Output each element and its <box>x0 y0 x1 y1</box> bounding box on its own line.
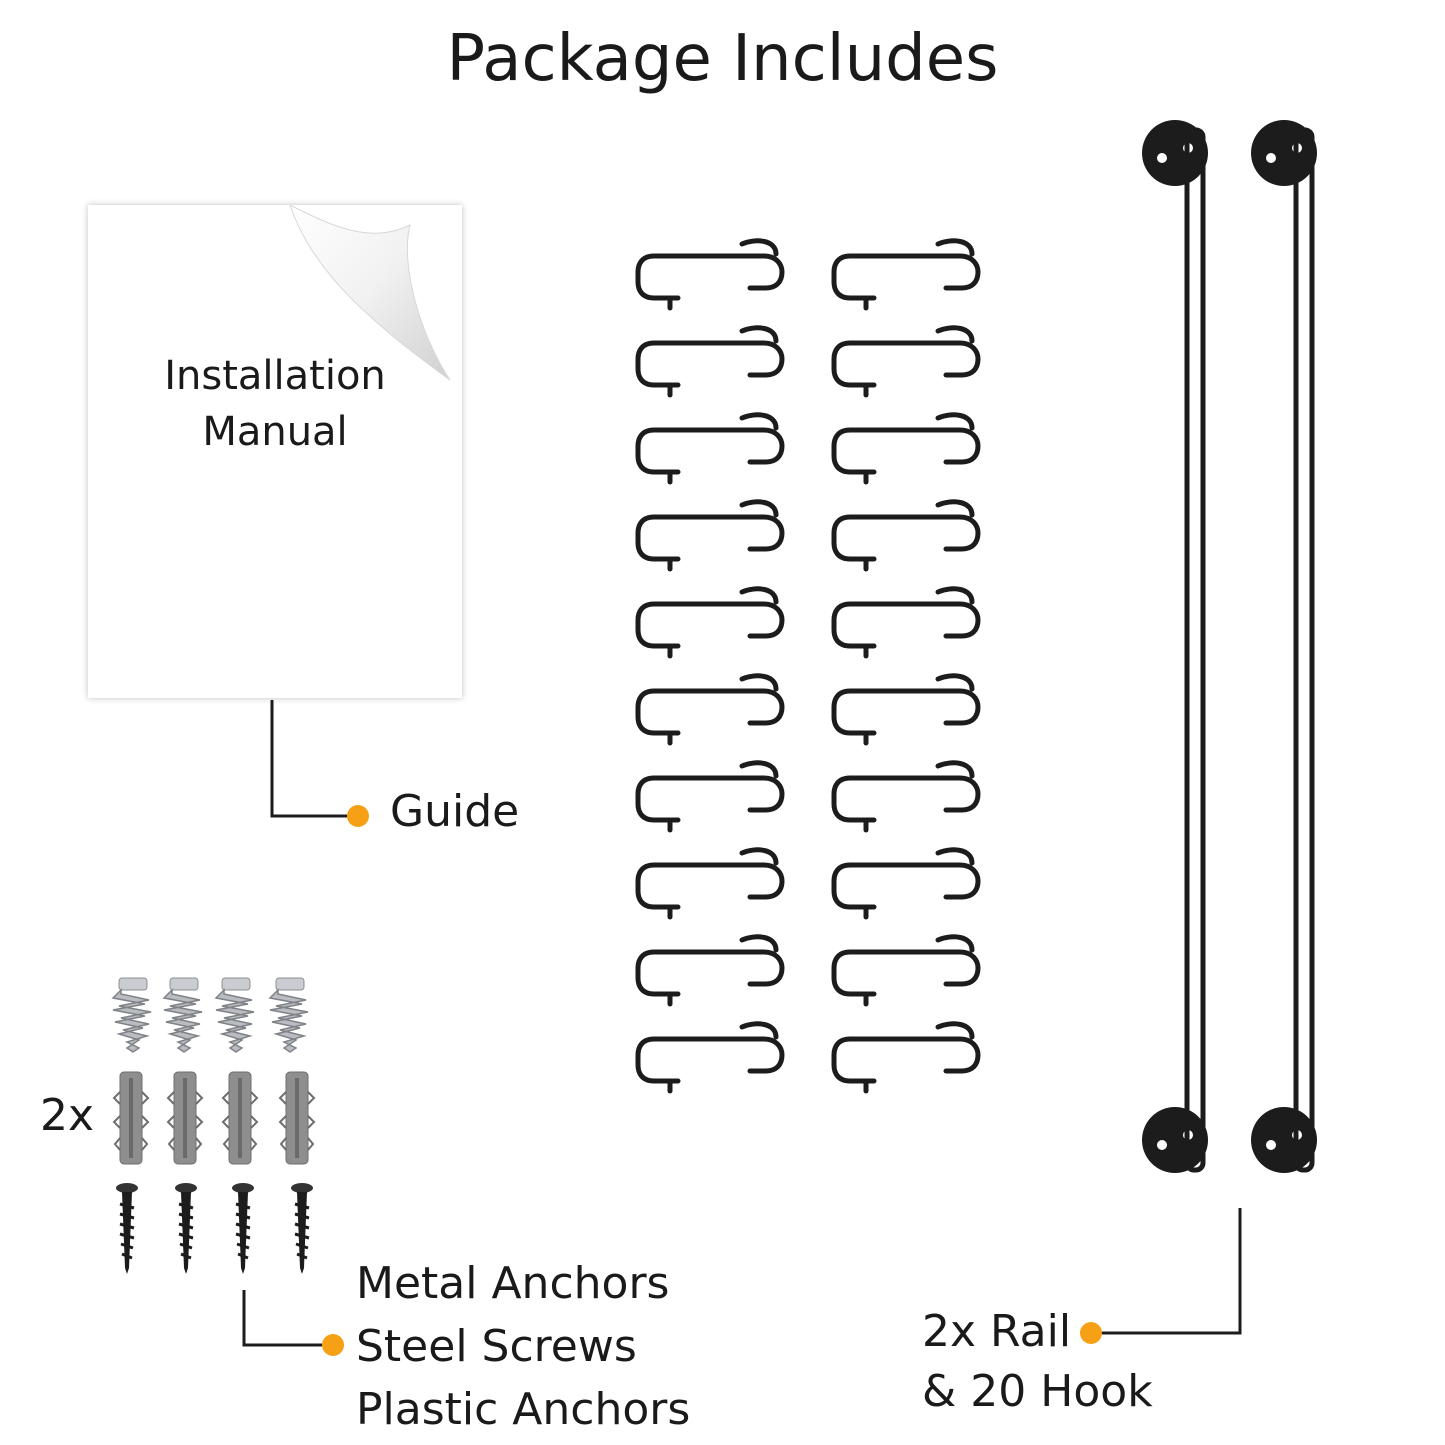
manual-title-line2: Manual <box>202 409 348 455</box>
steel-screw-icon <box>114 1181 315 1276</box>
rail-label-line2: & 20 Hook <box>922 1366 1153 1417</box>
page-title: Package Includes <box>446 22 999 96</box>
rail-label-line1: 2x Rail <box>922 1306 1072 1357</box>
plastic-anchors-label: Plastic Anchors <box>356 1384 691 1435</box>
metal-anchors-label: Metal Anchors <box>356 1258 670 1309</box>
page-curl-icon <box>270 205 462 401</box>
rail-callout-line <box>1098 1208 1242 1335</box>
hardware-dot <box>322 1334 344 1356</box>
rail-icon <box>1142 120 1317 1173</box>
guide-label: Guide <box>390 786 520 837</box>
hardware-count-label: 2x <box>40 1090 95 1141</box>
s-hook-icon <box>638 241 978 1091</box>
guide-callout-line <box>270 700 348 818</box>
metal-anchor-icon <box>112 977 309 1053</box>
steel-screws-label: Steel Screws <box>356 1321 637 1372</box>
guide-dot <box>347 805 369 827</box>
manual-title-line1: Installation <box>164 353 386 399</box>
plastic-anchor-icon <box>113 1071 315 1165</box>
rail-dot <box>1080 1322 1102 1344</box>
hardware-callout-line <box>242 1290 322 1347</box>
